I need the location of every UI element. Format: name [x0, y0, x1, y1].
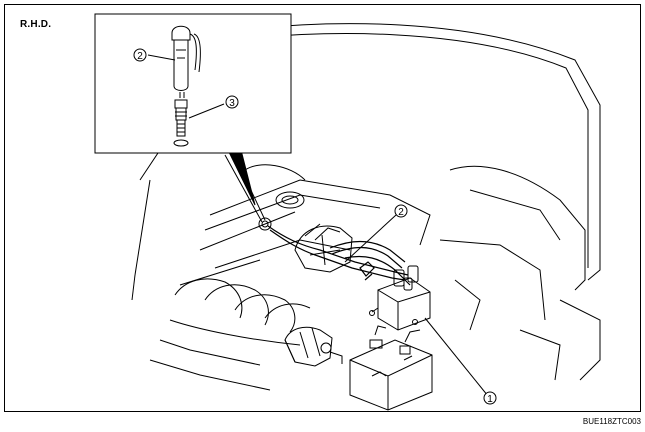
svg-text:2: 2: [137, 51, 143, 62]
callout-main-wires: 2: [394, 204, 408, 218]
svg-text:1: 1: [487, 394, 493, 405]
inset-coil-boot: [171, 25, 201, 98]
battery: [349, 325, 433, 411]
ignition-assembly: [294, 223, 353, 273]
callout-inset-plug: 3: [225, 95, 239, 109]
callout-inset-coil: 2: [133, 48, 147, 62]
figure-code: BUE118ZTC003: [582, 417, 641, 426]
high-tension-leads: [267, 225, 411, 286]
ignition-coil: [369, 265, 431, 331]
engine-head: [209, 179, 431, 246]
figure-frame: [4, 4, 641, 412]
plug-boot: [258, 217, 272, 231]
callout-main-coil: 1: [483, 391, 497, 405]
oil-filler-cap: [275, 191, 305, 209]
intake-manifold: [149, 278, 311, 391]
inset-spark-plug: [173, 99, 189, 147]
svg-text:2: 2: [398, 207, 404, 218]
region-label: R.H.D.: [20, 19, 52, 30]
inset-box: [94, 13, 292, 154]
starter-motor: [284, 326, 343, 367]
svg-text:3: 3: [229, 98, 235, 109]
